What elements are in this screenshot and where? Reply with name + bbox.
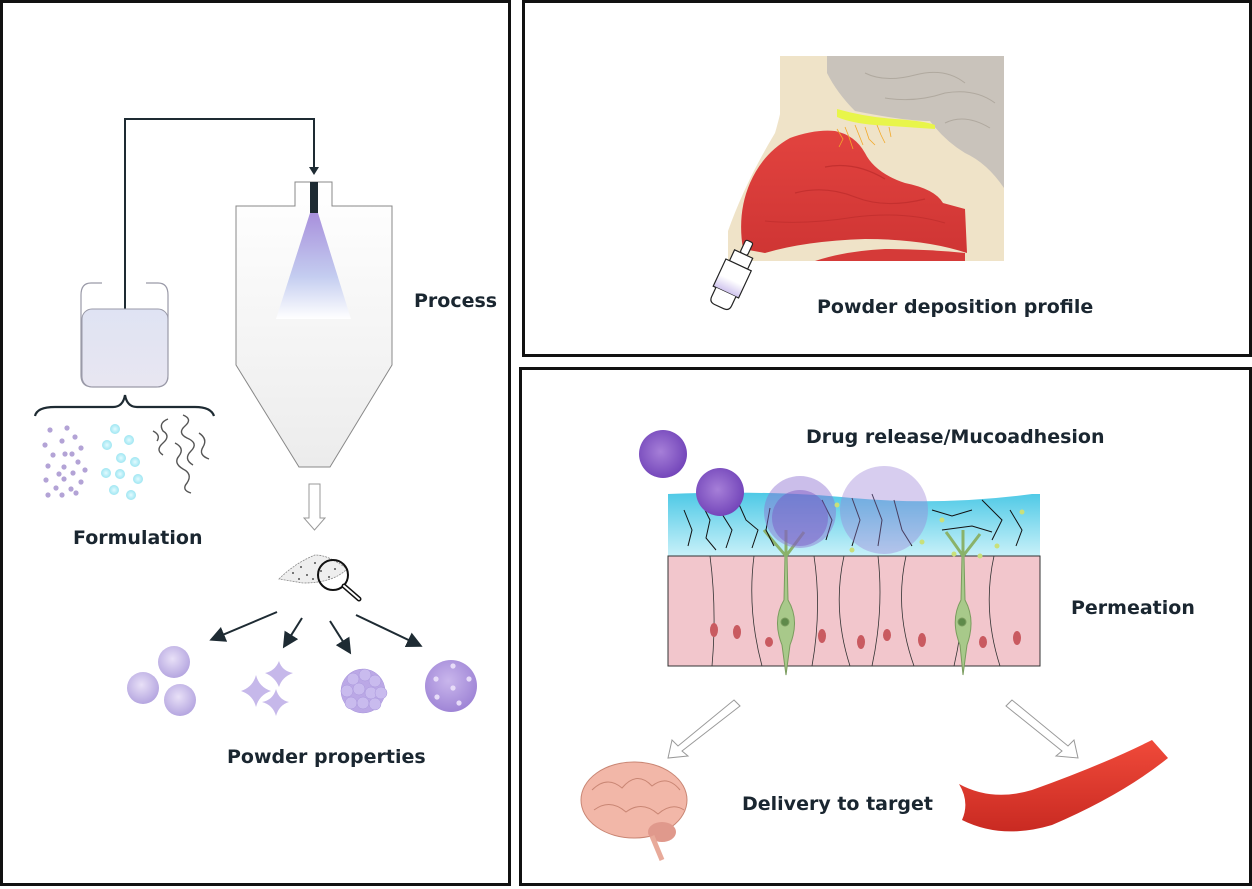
olfactory-bulb [837,109,935,129]
olfactory-neurons [762,529,982,676]
delivery-label: Delivery to target [742,793,933,815]
property-arrows [209,611,423,655]
panel-deposition: Powder deposition profile [522,0,1252,357]
porous-particle-icon [340,668,388,714]
mucus-layer [668,492,1040,556]
olfactory-nerves [836,124,892,150]
api-particles-icon [101,424,143,500]
formulation-label: Formulation [73,527,203,549]
loaded-particle-icon [425,660,477,712]
nasal-spray-device-icon [710,239,754,311]
blood-vessel-icon [959,740,1168,832]
nuclei [710,623,1021,649]
permeation-label: Permeation [1071,597,1195,619]
brain-region [827,56,1004,188]
particle-dissolving [840,466,928,554]
mucosa-illustration [580,430,1168,861]
released-drug-dots [834,502,1025,559]
panel-biopharmaceutics: Drug release/Mucoadhesion Permeation Del… [519,367,1252,886]
polymer-chains-icon [152,414,210,494]
spherical-particles-icon [127,646,196,716]
deposition-label: Powder deposition profile [817,296,1094,318]
process-label: Process [414,290,498,312]
left-panel-illustration [33,118,477,716]
particle-free-1 [639,430,687,478]
powder-magnifier-icon [278,554,362,602]
panel-formulation-process: Process Formulation Powder properties [0,0,511,886]
crystalline-particles-icon [241,661,293,716]
particle-free-2 [696,468,744,516]
epithelium-layer [667,555,1041,667]
brain-icon [580,761,688,861]
down-arrow-icon [302,483,327,531]
spray-dryer-icon [235,181,393,468]
nasal-cavity-illustration [710,56,1004,311]
delivery-arrows [667,699,1079,759]
powder-properties-label: Powder properties [227,746,426,768]
excipient-particles-icon [42,425,88,498]
feed-line [124,118,319,341]
drug-release-label: Drug release/Mucoadhesion [806,426,1105,448]
brace-icon [33,394,216,417]
particle-swelling [764,476,836,548]
beaker-icon [80,282,169,388]
mucin-network [683,493,1023,551]
